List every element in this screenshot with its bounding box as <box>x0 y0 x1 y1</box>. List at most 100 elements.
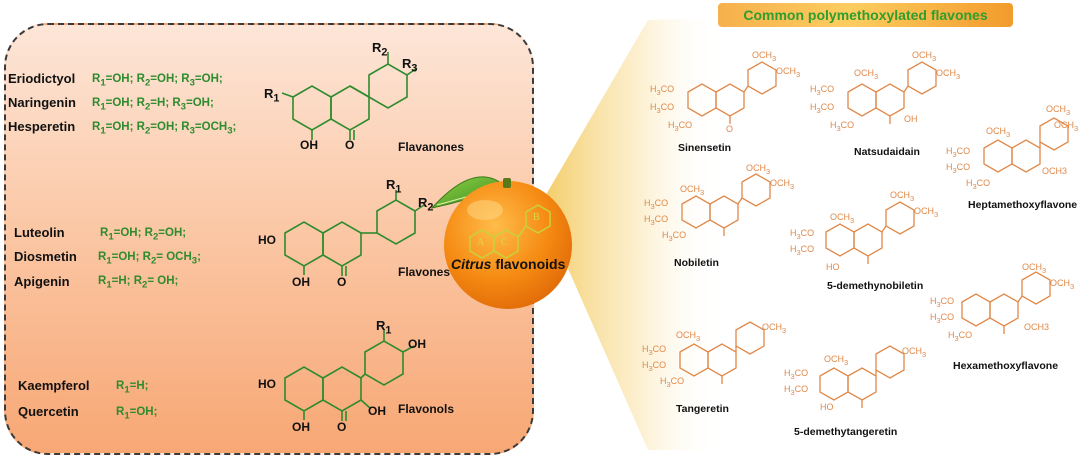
compound-name: Eriodictyol <box>8 71 76 86</box>
5-demethytangeretin-structure <box>819 345 905 408</box>
h3co-label: H3CO <box>946 146 971 159</box>
h3co-label: H3CO <box>784 368 809 381</box>
h3co-label: H3CO <box>810 102 835 115</box>
substituent-row: R1=OH; R2=OH; R3=OCH3; <box>92 121 237 137</box>
r1-label: R1 <box>376 318 392 337</box>
h3co-label: H3CO <box>642 360 667 373</box>
h3co-label: H3CO <box>642 344 667 357</box>
pmf-name: Tangeretin <box>676 403 729 415</box>
och3-label: OCH3 <box>1054 120 1079 133</box>
heptamethoxyflavone-structure <box>983 117 1069 173</box>
h3co-label: H3CO <box>662 230 687 243</box>
och3-label: OCH3 <box>1022 262 1047 275</box>
ho-label: HO <box>820 402 834 412</box>
och3-label: OCH3 <box>752 50 777 63</box>
och3-label: OCH3 <box>824 354 849 367</box>
hexamethoxyflavone-structure <box>961 271 1051 334</box>
pmf-name: Sinensetin <box>678 142 732 154</box>
compound-name: Apigenin <box>14 274 70 289</box>
substituent-row: R1=OH; R2=OH; R3=OH; <box>92 73 223 89</box>
class-label-flavonols: Flavonols <box>398 402 455 416</box>
r1-label: R1 <box>264 86 280 105</box>
och3-label: OCH3 <box>986 126 1011 139</box>
pmf-name: Natsudaidain <box>854 146 920 158</box>
ho-label: HO <box>826 262 840 272</box>
nobiletin-structure <box>681 173 771 236</box>
o-label: O <box>345 138 355 152</box>
och3-label: OCH3 <box>776 66 801 79</box>
och3-label: OCH3 <box>912 50 937 63</box>
h3co-label: H3CO <box>644 214 669 227</box>
h3co-label: H3CO <box>948 330 973 343</box>
natsudaidain-structure <box>847 61 937 124</box>
sinensetin-structure <box>687 61 777 124</box>
och3-label: OCH3 <box>854 68 879 81</box>
substituent-row: R1=H; R2= OH; <box>98 275 179 291</box>
compound-name: Naringenin <box>8 95 76 110</box>
h3co-label: H3CO <box>660 376 685 389</box>
h3co-label: H3CO <box>810 84 835 97</box>
r1-label: R1 <box>386 177 402 196</box>
och3-label: OCH3 <box>762 322 787 335</box>
compound-name: Quercetin <box>18 404 79 419</box>
och3-label: OCH3 <box>890 190 915 203</box>
substituent-row: R1=OH; R2=OH; <box>100 227 187 243</box>
pmf-name: 5-demethytangeretin <box>794 426 898 438</box>
oh-label: OH <box>300 138 318 152</box>
h3co-label: H3CO <box>650 84 675 97</box>
flavonol-structure <box>284 330 415 421</box>
orange-icon <box>430 176 572 309</box>
compound-name: Diosmetin <box>14 249 77 264</box>
pmf-banner: Common polymethoxylated flavones <box>718 3 1013 27</box>
och3-label: OCH3 <box>902 346 927 359</box>
light-fan <box>540 18 720 450</box>
pmf-name: Heptamethoxyflavone <box>968 199 1078 211</box>
substituent-row: R1=OH; R2=H; R3=OH; <box>92 97 214 113</box>
och3-label: OCH3 <box>1050 278 1075 291</box>
compound-name: Hesperetin <box>8 119 76 134</box>
compound-name: Luteolin <box>14 225 65 240</box>
center-label: Citrus flavonoids <box>451 256 566 272</box>
flavone-structure <box>284 190 425 276</box>
h3co-label: H3CO <box>650 102 675 115</box>
pmf-name: Hexamethoxyflavone <box>953 360 1059 372</box>
compound-name: Kaempferol <box>18 378 90 393</box>
h3co-label: H3CO <box>930 312 955 325</box>
class-label-flavanones: Flavanones <box>398 140 465 154</box>
h3co-label: H3CO <box>966 178 991 191</box>
r2-label: R2 <box>418 195 434 214</box>
h3co-label: H3CO <box>930 296 955 309</box>
pmf-name: 5-demethynobiletin <box>827 280 924 292</box>
r2-label: R2 <box>372 40 388 59</box>
oh-label: OH <box>904 114 918 124</box>
och3-label: OCH3 <box>936 68 961 81</box>
flavanone-structure <box>281 52 418 140</box>
oh-label: OH <box>408 337 426 351</box>
och3-label: OCH3 <box>1042 166 1068 176</box>
5-demethynobiletin-structure <box>825 201 915 264</box>
pmf-name: Nobiletin <box>674 257 719 269</box>
h3co-label: H3CO <box>668 120 693 133</box>
oh-label: OH <box>292 275 310 289</box>
ring-letter: A <box>477 237 485 248</box>
h3co-label: H3CO <box>946 162 971 175</box>
och3-label: OCH3 <box>746 163 771 176</box>
tangeretin-structure <box>679 321 765 384</box>
o-label: O <box>337 275 347 289</box>
orange-flavonoid-skeleton <box>469 204 551 259</box>
h3co-label: H3CO <box>644 198 669 211</box>
ho-label: HO <box>258 233 276 247</box>
oh-label: OH <box>368 404 386 418</box>
substituent-row: R1=OH; <box>116 406 158 422</box>
ho-label: HO <box>258 377 276 391</box>
och3-label: OCH3 <box>1046 104 1071 117</box>
class-label-flavones: Flavones <box>398 265 451 279</box>
r3-label: R3 <box>402 56 418 75</box>
oh-label: OH <box>292 420 310 434</box>
h3co-label: H3CO <box>830 120 855 133</box>
och3-label: OCH3 <box>914 206 939 219</box>
h3co-label: H3CO <box>790 228 815 241</box>
o-label: O <box>337 420 347 434</box>
substituent-row: R1=OH; R2= OCH3; <box>98 251 201 267</box>
h3co-label: H3CO <box>790 244 815 257</box>
